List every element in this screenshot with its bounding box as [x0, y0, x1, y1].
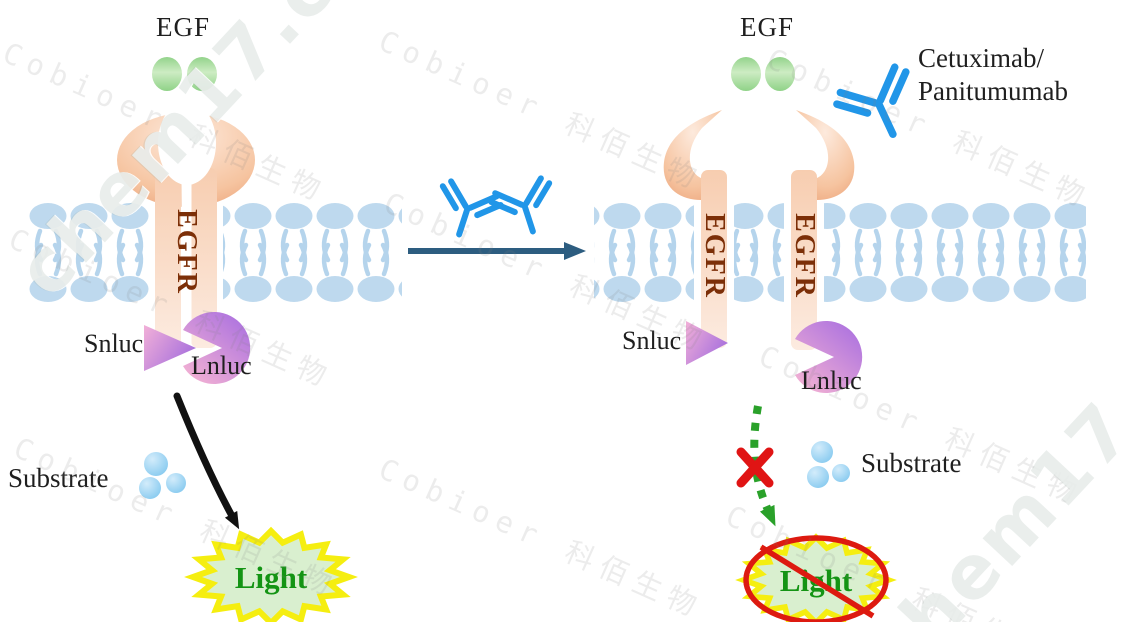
cell-membrane-right [594, 200, 1086, 304]
substrate-dots-icon-right [807, 441, 850, 488]
substrate-label-right: Substrate [861, 448, 962, 478]
egfr-label-monomer-left: EGFR [699, 213, 730, 299]
lnluc-fragment-icon-left [183, 311, 251, 384]
antibody-icon-cetuximab [833, 64, 927, 150]
snluc-label-left: Snluc [84, 329, 144, 358]
egf-ligand-icon-left [152, 57, 217, 91]
egfr-monomer-receptor-icon-left [663, 110, 727, 348]
blocked-reaction-arrow-icon [750, 405, 776, 527]
antibody-label-line2: Panitumumab [918, 76, 1068, 106]
egfr-label-dimer: EGFR [171, 209, 202, 295]
no-light-icon: Light [735, 533, 897, 622]
egf-ligand-icon-right [731, 57, 795, 91]
luminescence-arrow-icon [173, 392, 240, 530]
egfr-label-monomer-right: EGFR [789, 213, 820, 299]
antibody-label: Cetuximab/ Panitumumab [918, 42, 1068, 108]
lnluc-label-left: Lnluc [191, 351, 252, 380]
substrate-label-left: Substrate [8, 463, 109, 493]
snluc-fragment-icon-left [144, 325, 196, 371]
antibody-label-line1: Cetuximab/ [918, 43, 1044, 73]
snluc-label-right: Snluc [622, 326, 682, 355]
lnluc-label-right: Lnluc [801, 366, 862, 395]
light-burst-icon-left: Light [184, 526, 358, 622]
egfr-dimer-receptor-icon [117, 101, 255, 348]
egf-label-right: EGF [740, 12, 795, 42]
prohibition-sign-icon [743, 535, 889, 622]
egfr-monomer-receptor-icon-right [791, 110, 855, 350]
lnluc-fragment-icon-right [795, 321, 863, 394]
snluc-fragment-icon-right [686, 321, 728, 365]
antibody-icon-free-1 [430, 179, 503, 243]
light-label-left: Light [235, 560, 308, 595]
inhibition-cross-icon [736, 447, 774, 488]
antibody-icon-free-2 [489, 176, 562, 240]
egf-label-left: EGF [156, 12, 211, 42]
substrate-dots-icon-left [139, 452, 186, 499]
